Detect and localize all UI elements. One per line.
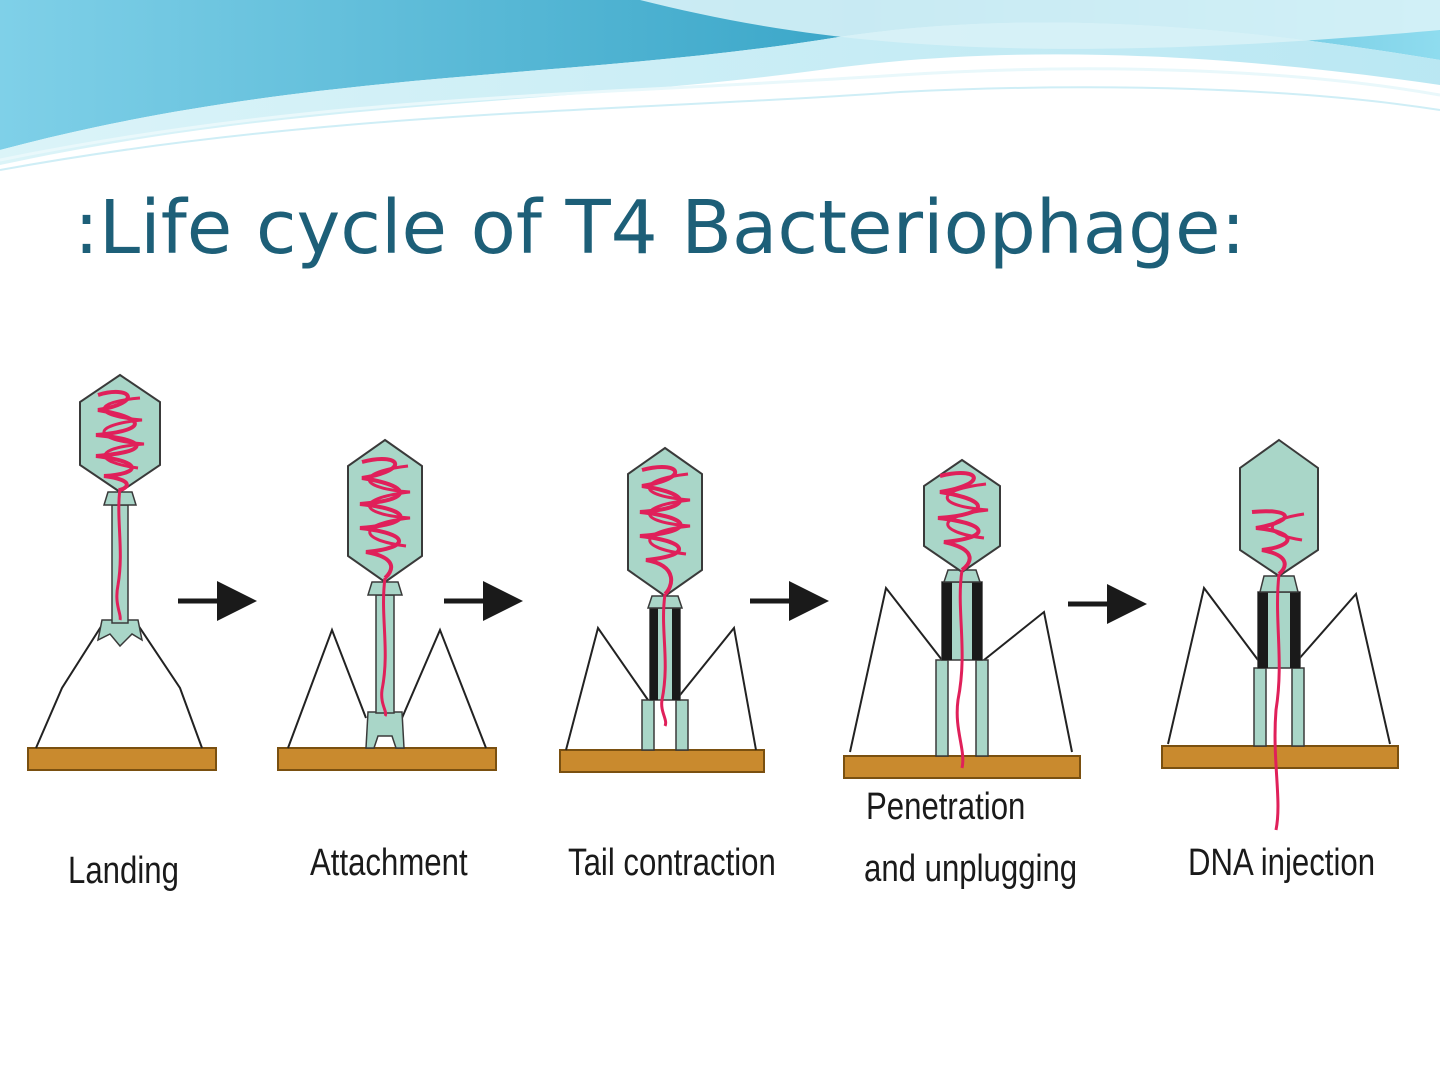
stage-tail-contraction xyxy=(559,446,765,773)
label-attachment: Attachment xyxy=(310,842,468,884)
baseplate xyxy=(365,711,405,749)
sheath-band-left xyxy=(942,582,952,660)
dna-in-tail xyxy=(955,569,965,769)
wave-back xyxy=(0,0,1440,150)
dna-coil xyxy=(639,465,683,596)
dna-in-tail xyxy=(380,577,388,717)
tail-fiber-left xyxy=(287,627,367,749)
label-penetration-line1: Penetration xyxy=(866,786,1026,828)
tail-fiber-left xyxy=(35,624,103,749)
tail-core-left xyxy=(641,699,655,751)
header-waves xyxy=(0,0,1440,171)
dna-in-tail xyxy=(115,487,122,621)
wave-swoosh xyxy=(640,0,1440,49)
sheath-band-left xyxy=(650,608,658,700)
slide-title: :Life cycle of T4 Bacteriophage: xyxy=(74,185,1246,271)
cell-wall xyxy=(1161,745,1399,769)
cell-wall xyxy=(559,749,765,773)
cell-wall xyxy=(277,747,497,771)
tail-fiber-left xyxy=(565,625,649,751)
label-tail-contraction: Tail contraction xyxy=(568,842,776,884)
wave-line-2 xyxy=(0,86,1440,171)
sheath-band-right xyxy=(1290,592,1300,668)
tail-core-left xyxy=(935,659,949,757)
dna-coil-2 xyxy=(945,482,989,540)
tail-core-left xyxy=(1253,667,1267,747)
sheath-band-left xyxy=(1258,592,1268,668)
dna-coil-2 xyxy=(367,464,411,548)
sheath-band-right xyxy=(672,608,680,700)
dna-coil-2 xyxy=(647,472,691,556)
stage-dna-injection xyxy=(1161,438,1399,831)
dna-coil xyxy=(937,471,981,572)
stage-penetration xyxy=(843,458,1081,779)
wave-line xyxy=(0,67,1440,162)
tail-core-right xyxy=(1291,667,1305,747)
tail-fiber-left xyxy=(1167,585,1259,745)
t4-life-cycle-diagram xyxy=(27,373,1399,831)
tail-fiber-right xyxy=(983,610,1073,753)
tail-fiber-left xyxy=(849,585,943,753)
tail-fiber-right xyxy=(137,624,203,749)
tail-core-right xyxy=(975,659,989,757)
tail-fiber-right xyxy=(675,625,757,751)
dna-in-tail xyxy=(660,593,668,727)
tail-fiber-right xyxy=(401,627,487,749)
capsid xyxy=(347,438,423,584)
tail-core-right xyxy=(675,699,689,751)
dna-coil xyxy=(359,457,403,580)
stage-attachment xyxy=(277,438,497,771)
sheath-band-right xyxy=(972,582,982,660)
baseplate xyxy=(96,619,144,648)
cell-wall xyxy=(27,747,217,771)
tail-fiber-right xyxy=(1297,591,1391,745)
label-penetration-line2: and unplugging xyxy=(864,848,1078,890)
dna-coil-2 xyxy=(102,396,145,470)
label-dna-injection: DNA injection xyxy=(1188,842,1376,884)
dna-remaining-2 xyxy=(1270,512,1305,542)
dna-injected xyxy=(1273,573,1281,831)
label-landing: Landing xyxy=(68,850,179,892)
stage-landing xyxy=(27,373,217,771)
